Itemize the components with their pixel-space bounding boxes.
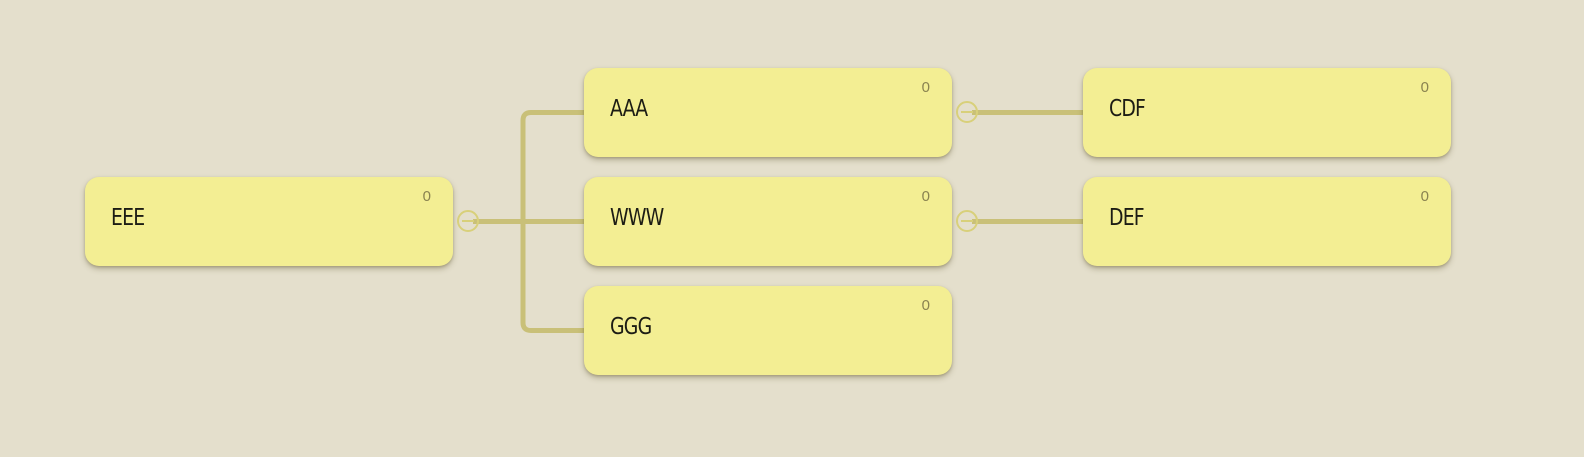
node-count-badge: 0 bbox=[921, 79, 930, 96]
node-label: EEE bbox=[111, 205, 145, 231]
connector-line bbox=[520, 221, 584, 333]
connector-line bbox=[520, 110, 584, 222]
node-ggg[interactable]: GGG 0 bbox=[584, 286, 952, 375]
node-count-badge: 0 bbox=[921, 297, 930, 314]
node-label: DEF bbox=[1109, 205, 1145, 231]
node-label: AAA bbox=[610, 96, 648, 122]
node-count-badge: 0 bbox=[422, 188, 431, 205]
node-aaa[interactable]: AAA 0 bbox=[584, 68, 952, 157]
node-label: WWW bbox=[610, 205, 664, 231]
node-count-badge: 0 bbox=[1420, 188, 1429, 205]
node-www[interactable]: WWW 0 bbox=[584, 177, 952, 266]
collapse-toggle-eee[interactable] bbox=[457, 210, 479, 232]
node-label: CDF bbox=[1109, 96, 1146, 122]
node-count-badge: 0 bbox=[921, 188, 930, 205]
node-def[interactable]: DEF 0 bbox=[1083, 177, 1451, 266]
collapse-toggle-aaa[interactable] bbox=[956, 101, 978, 123]
node-label: GGG bbox=[610, 314, 652, 340]
node-eee[interactable]: EEE 0 bbox=[85, 177, 453, 266]
node-count-badge: 0 bbox=[1420, 79, 1429, 96]
node-cdf[interactable]: CDF 0 bbox=[1083, 68, 1451, 157]
collapse-toggle-www[interactable] bbox=[956, 210, 978, 232]
